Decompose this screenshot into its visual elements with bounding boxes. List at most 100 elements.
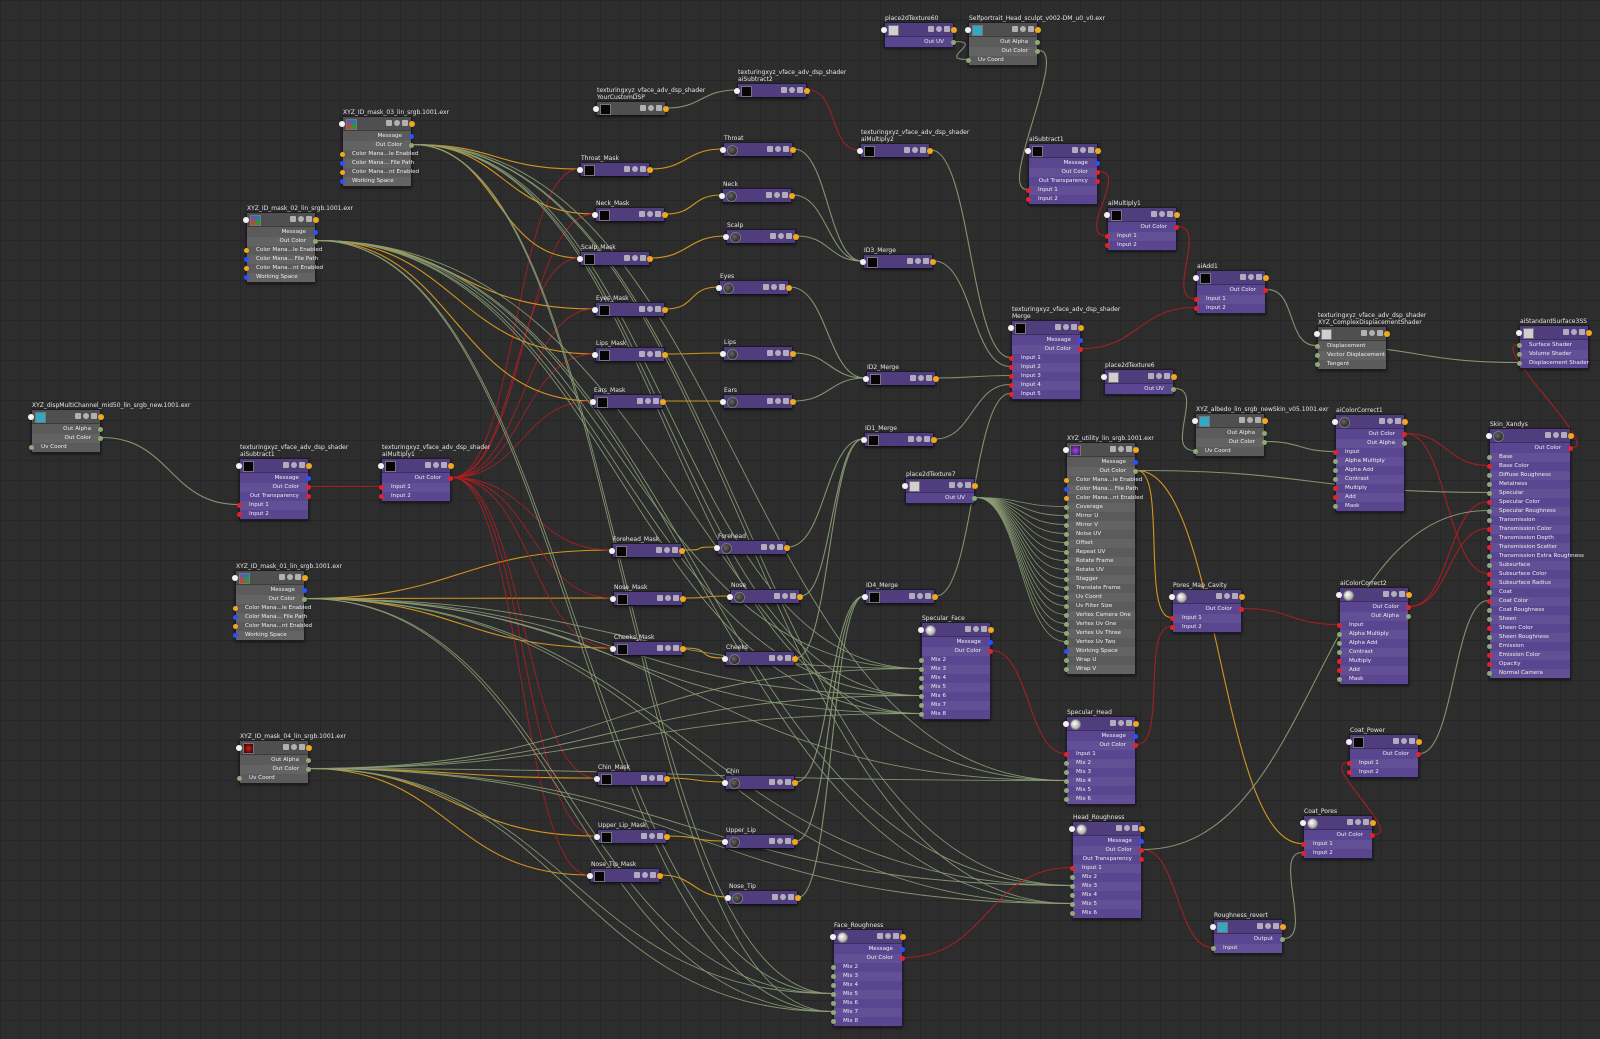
node-header[interactable]: [862, 590, 938, 604]
input-plug-icon[interactable]: [1337, 677, 1342, 682]
connection-wire[interactable]: [316, 240, 921, 669]
swatch-icon[interactable]: [885, 933, 891, 939]
attr-working-space[interactable]: Working Space: [340, 177, 411, 186]
toggle-display-icon[interactable]: [910, 375, 916, 381]
swatch-icon[interactable]: [1080, 147, 1086, 153]
input-plug-icon[interactable]: [1009, 374, 1014, 379]
input-plug-icon[interactable]: [1064, 640, 1069, 645]
swatch-icon[interactable]: [771, 284, 777, 290]
toggle-display-icon[interactable]: [75, 413, 81, 419]
input-port-icon[interactable]: [1063, 721, 1069, 727]
expand-icon[interactable]: [786, 233, 792, 239]
connection-wire[interactable]: [665, 286, 719, 310]
expand-icon[interactable]: [1132, 825, 1138, 831]
connection-wire[interactable]: [1177, 225, 1196, 300]
output-port-icon[interactable]: [1133, 721, 1139, 727]
connection-wire[interactable]: [1405, 432, 1489, 467]
output-port-icon[interactable]: [797, 594, 803, 600]
input-plug-icon[interactable]: [379, 494, 384, 499]
input-plug-icon[interactable]: [919, 658, 924, 663]
connection-wire[interactable]: [975, 497, 1066, 633]
output-port-icon[interactable]: [647, 167, 653, 173]
expand-icon[interactable]: [920, 147, 926, 153]
attr-specular-roughness[interactable]: Specular Roughness: [1487, 507, 1570, 516]
connection-wire[interactable]: [451, 477, 590, 876]
output-port-icon[interactable]: [804, 88, 810, 94]
connection-wire[interactable]: [305, 598, 921, 714]
node-header[interactable]: [725, 891, 801, 905]
input-plug-icon[interactable]: [1170, 616, 1175, 621]
attr-subsurface[interactable]: Subsurface: [1487, 561, 1570, 570]
connection-wire[interactable]: [1283, 851, 1303, 940]
expand-icon[interactable]: [441, 462, 447, 468]
connection-wire[interactable]: [793, 352, 866, 379]
connection-wire[interactable]: [412, 144, 921, 669]
attr-message[interactable]: Message: [236, 586, 307, 595]
toggle-display-icon[interactable]: [781, 87, 787, 93]
toggle-display-icon[interactable]: [425, 462, 431, 468]
connection-wire[interactable]: [412, 144, 833, 1012]
toggle-display-icon[interactable]: [386, 120, 392, 126]
input-port-icon[interactable]: [1069, 826, 1075, 832]
input-plug-icon[interactable]: [1064, 788, 1069, 793]
attr-transmission[interactable]: Transmission: [1487, 516, 1570, 525]
node-header[interactable]: [243, 213, 319, 227]
attr-color-mana-le-enabled[interactable]: Color Mana...le Enabled: [340, 150, 418, 159]
attr-out-color[interactable]: Out Color: [1304, 831, 1375, 840]
output-plug-icon[interactable]: [1139, 839, 1144, 844]
attr-mix-3[interactable]: Mix 3: [1064, 768, 1135, 777]
toggle-display-icon[interactable]: [634, 872, 640, 878]
attr-out-color[interactable]: Out Color: [1073, 846, 1144, 855]
input-plug-icon[interactable]: [1170, 625, 1175, 630]
swatch-icon[interactable]: [647, 211, 653, 217]
input-port-icon[interactable]: [610, 646, 616, 652]
connection-wire[interactable]: [316, 240, 1066, 781]
attr-coverage[interactable]: Coverage: [1064, 503, 1135, 512]
toggle-display-icon[interactable]: [769, 779, 775, 785]
connection-wire[interactable]: [316, 239, 595, 355]
attr-mix-2[interactable]: Mix 2: [831, 963, 902, 972]
attr-out-uv[interactable]: Out UV: [1105, 385, 1176, 394]
swatch-icon[interactable]: [775, 350, 781, 356]
input-port-icon[interactable]: [236, 745, 242, 751]
node-header[interactable]: [1008, 321, 1084, 335]
output-plug-icon[interactable]: [409, 134, 414, 139]
input-plug-icon[interactable]: [1487, 644, 1492, 649]
input-plug-icon[interactable]: [1487, 554, 1492, 559]
swatch-icon[interactable]: [1369, 330, 1375, 336]
input-port-icon[interactable]: [722, 780, 728, 786]
toggle-display-icon[interactable]: [624, 166, 630, 172]
output-port-icon[interactable]: [790, 147, 796, 153]
connection-wire[interactable]: [650, 235, 726, 259]
attr-out-color[interactable]: Out Color: [1197, 286, 1268, 295]
connection-wire[interactable]: [451, 308, 595, 478]
node-forehead-mask[interactable]: Forehead_Mask: [609, 536, 685, 558]
attr-message[interactable]: Message: [1012, 336, 1083, 345]
toggle-display-icon[interactable]: [1379, 418, 1385, 424]
node-header[interactable]: [1193, 271, 1269, 285]
node-albedo[interactable]: XYZ_albedo_lin_srgb_newSkin_v05.1001.exr…: [1192, 406, 1328, 457]
connection-wire[interactable]: [451, 477, 613, 649]
attr-contrast[interactable]: Contrast: [1337, 648, 1408, 657]
node-header[interactable]: [610, 642, 686, 656]
attr-multiply[interactable]: Multiply: [1337, 657, 1408, 666]
toggle-display-icon[interactable]: [639, 351, 645, 357]
swatch-icon[interactable]: [433, 462, 439, 468]
connection-wire[interactable]: [954, 40, 968, 61]
input-port-icon[interactable]: [830, 934, 836, 940]
node-header[interactable]: [722, 835, 798, 849]
output-plug-icon[interactable]: [1095, 179, 1100, 184]
attr-mix-7[interactable]: Mix 7: [919, 701, 990, 710]
input-port-icon[interactable]: [1008, 325, 1014, 331]
connection-wire[interactable]: [1174, 387, 1195, 452]
connection-wire[interactable]: [1266, 288, 1317, 347]
input-plug-icon[interactable]: [233, 615, 238, 620]
input-port-icon[interactable]: [592, 212, 598, 218]
toggle-display-icon[interactable]: [1239, 417, 1245, 423]
input-port-icon[interactable]: [902, 483, 908, 489]
input-plug-icon[interactable]: [919, 685, 924, 690]
node-header[interactable]: [592, 208, 668, 222]
